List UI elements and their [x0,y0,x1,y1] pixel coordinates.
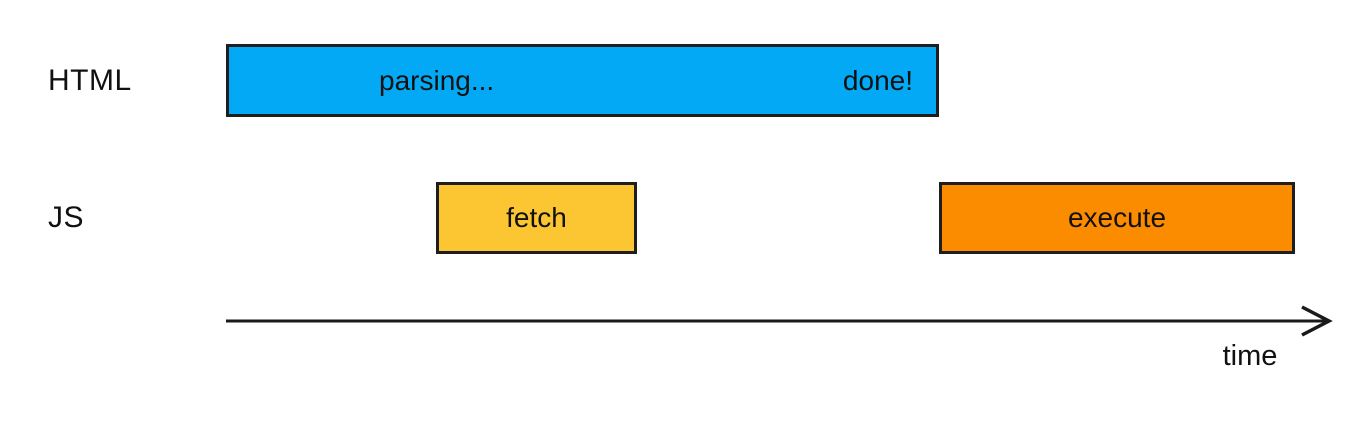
time-axis-arrowhead-icon [1301,305,1333,337]
parsing-bar-label-right: done! [842,64,913,96]
execute-bar-label: execute [1067,202,1167,233]
parsing-bar-label-left: parsing... [379,64,495,96]
fetch-bar-label: fetch [506,202,567,233]
html-parsing-bar: parsing... done! [226,44,939,117]
row-label-html: HTML [48,63,132,97]
row-label-js: JS [48,201,85,234]
js-fetch-bar: fetch [436,182,637,254]
time-axis-label: time [1222,340,1278,372]
js-execute-bar: execute [939,182,1295,254]
